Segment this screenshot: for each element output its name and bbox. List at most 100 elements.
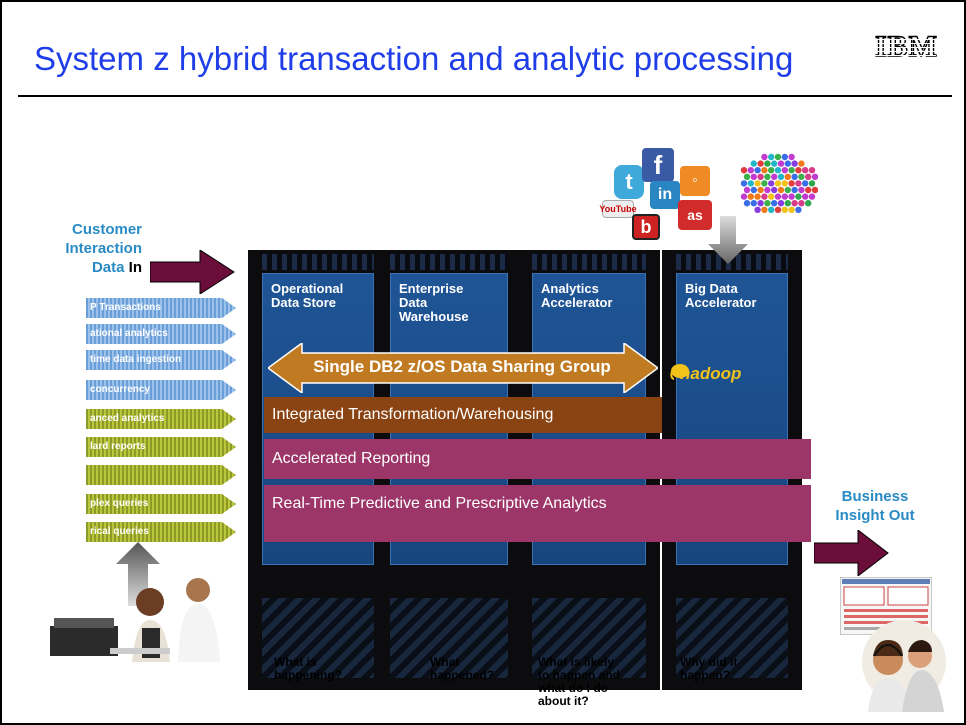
question-analytics: What is likely to happen and what do I d… <box>538 655 620 708</box>
customer-label-line2: Interaction <box>65 240 142 257</box>
cube-dot <box>768 153 775 161</box>
cube-dot <box>743 173 751 180</box>
ibm-logo: IBM <box>874 29 938 63</box>
cube-dot <box>808 180 816 187</box>
customer-people-image <box>50 578 220 662</box>
band-realtime-analytics: Real-Time Predictive and Prescriptive An… <box>264 485 811 542</box>
cube-dot <box>768 180 775 187</box>
input-stream-5: lard reports <box>86 437 236 457</box>
input-stream-3: concurrency <box>86 380 236 400</box>
cube-dot <box>754 206 761 213</box>
rack-title-analytics: Analytics Accelerator <box>541 281 613 310</box>
cube-dot <box>774 193 782 200</box>
cube-dot <box>754 180 761 187</box>
cube-dot <box>795 193 802 200</box>
big-data-cube-icon <box>740 153 818 213</box>
customer-label-line1: Customer <box>71 221 142 238</box>
cube-dot <box>750 186 757 194</box>
question-edw: What happened? <box>430 655 495 682</box>
cube-dot <box>811 173 818 180</box>
cube-dot <box>764 186 771 194</box>
cube-dot <box>774 153 782 161</box>
cube-dot <box>771 160 778 167</box>
cube-dot <box>808 167 816 174</box>
cube-dot <box>771 200 778 207</box>
rack-title-ods: Operational Data Store <box>271 281 344 310</box>
cube-dot <box>805 200 812 207</box>
cube-dot <box>781 180 788 187</box>
hadoop-elephant-icon <box>670 364 689 380</box>
cube-dot <box>802 180 809 187</box>
cube-dot <box>777 200 785 207</box>
cube-dot <box>747 193 754 200</box>
rack-title-bigdata: Big Data Accelerator <box>685 281 757 310</box>
cube-dot <box>750 173 757 180</box>
cube-dot <box>768 193 775 200</box>
call-center-agents-image <box>862 620 946 712</box>
cube-dot <box>754 193 761 200</box>
cube-dot <box>781 153 788 161</box>
cube-dot <box>788 167 795 174</box>
cube-dot <box>791 186 798 194</box>
cube-dot <box>777 160 785 167</box>
question-ods: What is happening? <box>274 655 342 682</box>
input-stream-7: plex queries <box>86 494 236 514</box>
up-arrow-icon <box>116 542 160 606</box>
down-arrow-icon <box>708 216 748 264</box>
cube-dot <box>805 186 812 194</box>
cube-dot <box>798 173 805 180</box>
linkedin-icon: in <box>650 181 680 209</box>
cube-dot <box>777 173 785 180</box>
cube-dot <box>802 167 809 174</box>
cube-dot <box>788 206 795 213</box>
cube-dot <box>791 200 798 207</box>
input-stream-8: rical queries <box>86 522 236 542</box>
cube-dot <box>784 173 791 180</box>
question-bigdata: Why did it happen? <box>680 655 738 682</box>
input-stream-2: time data ingestion <box>86 350 236 370</box>
rss-icon: ◦ <box>680 166 710 196</box>
cube-dot <box>774 167 782 174</box>
cube-dot <box>781 193 788 200</box>
cube-dot <box>791 160 798 167</box>
band-integrated-transformation: Integrated Transformation/Warehousing <box>264 397 662 433</box>
cube-dot <box>743 186 751 194</box>
cube-dot <box>761 153 768 161</box>
cube-dot <box>771 186 778 194</box>
input-stream-4: anced analytics <box>86 409 236 429</box>
cube-dot <box>740 180 748 187</box>
cube-dot <box>774 206 782 213</box>
business-insight-label: Business Insight Out <box>835 488 915 524</box>
cube-dot <box>743 200 751 207</box>
slide-title: System z hybrid transaction and analytic… <box>34 40 794 77</box>
cube-dot <box>784 186 791 194</box>
cube-dot <box>788 153 795 161</box>
cube-dot <box>747 180 754 187</box>
input-stream-6 <box>86 465 236 485</box>
cube-dot <box>764 200 771 207</box>
input-stream-1: ational analytics <box>86 324 236 344</box>
cube-dot <box>774 180 782 187</box>
cube-dot <box>798 186 805 194</box>
cube-dot <box>788 193 795 200</box>
cube-dot <box>750 160 757 167</box>
facebook-icon: f <box>642 148 674 182</box>
cube-dot <box>747 167 754 174</box>
bebo-icon: b <box>632 214 660 240</box>
cube-dot <box>795 167 802 174</box>
cube-dot <box>784 200 791 207</box>
cube-dot <box>781 206 788 213</box>
youtube-icon: YouTube <box>599 200 637 218</box>
hadoop-logo: hadoop <box>680 364 742 383</box>
cube-dot <box>740 193 748 200</box>
lastfm-icon: as <box>678 200 712 230</box>
cube-dot <box>771 173 778 180</box>
twitter-icon: t <box>614 165 644 199</box>
cube-dot <box>795 206 802 213</box>
cube-dot <box>761 206 768 213</box>
cube-dot <box>764 160 771 167</box>
cube-dot <box>761 180 768 187</box>
cube-dot <box>768 206 775 213</box>
insight-out-arrow-icon <box>814 530 889 576</box>
